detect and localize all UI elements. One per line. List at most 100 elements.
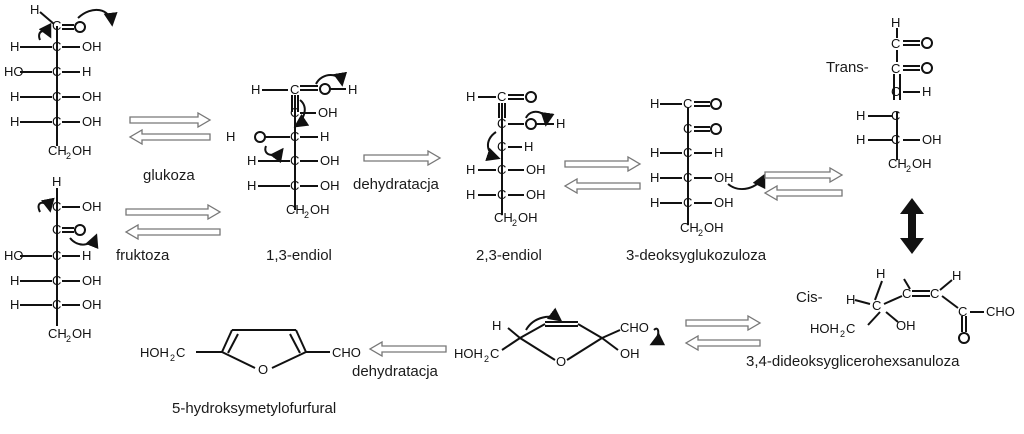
svg-text:2: 2 [906, 164, 911, 174]
svg-text:H: H [82, 64, 91, 79]
svg-text:CH: CH [286, 202, 305, 217]
glucose-structure [20, 8, 118, 146]
svg-text:C: C [891, 132, 900, 147]
svg-text:2: 2 [66, 151, 71, 161]
deoxyglucosone-structure [660, 98, 766, 225]
svg-text:C: C [497, 162, 506, 177]
svg-text:OH: OH [320, 178, 340, 193]
dehydration-label-1: dehydratacja [353, 176, 439, 193]
svg-text:HOH: HOH [140, 345, 169, 360]
trans-label: Trans- [826, 59, 869, 76]
svg-text:CHO: CHO [332, 345, 361, 360]
svg-text:H: H [492, 318, 501, 333]
svg-text:C: C [52, 39, 61, 54]
svg-text:OH: OH [82, 297, 102, 312]
svg-text:OH: OH [82, 273, 102, 288]
svg-text:2: 2 [512, 218, 517, 228]
endiol-13-structure [254, 71, 348, 210]
hmf-label: 5-hydroksymetylofurfural [172, 400, 337, 417]
svg-text:C: C [176, 345, 185, 360]
svg-text:C: C [958, 304, 967, 319]
svg-text:CHO: CHO [620, 320, 649, 335]
svg-text:H: H [524, 139, 533, 154]
svg-text:C: C [683, 121, 692, 136]
svg-text:CH: CH [48, 143, 67, 158]
fructose-label: fruktoza [116, 247, 170, 264]
svg-text:C: C [52, 114, 61, 129]
cis-label: Cis- [796, 289, 823, 306]
svg-text:C: C [497, 139, 506, 154]
svg-text:H: H [650, 96, 659, 111]
trans-cis-double-arrow [900, 198, 924, 254]
svg-text:C: C [52, 199, 61, 214]
svg-text:H: H [10, 39, 19, 54]
svg-text:OH: OH [72, 326, 92, 341]
hmf-structure [196, 329, 330, 369]
svg-text:H: H [714, 145, 723, 160]
svg-text:C: C [497, 187, 506, 202]
svg-text:CHO: CHO [986, 304, 1015, 319]
svg-text:C: C [902, 286, 911, 301]
svg-text:OH: OH [82, 89, 102, 104]
svg-text:OH: OH [620, 346, 640, 361]
svg-text:C: C [683, 145, 692, 160]
svg-text:C: C [52, 222, 61, 237]
svg-text:C: C [891, 36, 900, 51]
svg-text:H: H [650, 145, 659, 160]
svg-text:2: 2 [484, 354, 489, 364]
svg-text:H: H [650, 170, 659, 185]
svg-text:C: C [891, 108, 900, 123]
svg-text:C: C [497, 116, 506, 131]
svg-text:OH: OH [82, 39, 102, 54]
svg-text:CH: CH [680, 220, 699, 235]
svg-text:H: H [891, 15, 900, 30]
svg-text:OH: OH [318, 105, 338, 120]
svg-text:C: C [52, 248, 61, 263]
svg-text:C: C [290, 178, 299, 193]
fructose-structure [20, 188, 99, 326]
svg-text:CH: CH [48, 326, 67, 341]
svg-text:OH: OH [526, 187, 546, 202]
svg-text:C: C [290, 153, 299, 168]
svg-text:OH: OH [704, 220, 724, 235]
svg-text:OH: OH [714, 170, 734, 185]
svg-text:H: H [556, 116, 565, 131]
svg-text:C: C [290, 82, 299, 97]
svg-text:C: C [52, 64, 61, 79]
svg-text:H: H [320, 129, 329, 144]
glucose-label: glukoza [143, 167, 195, 184]
svg-text:CH: CH [888, 156, 907, 171]
svg-text:C: C [846, 321, 855, 336]
svg-text:HO: HO [4, 64, 24, 79]
svg-text:H: H [650, 195, 659, 210]
svg-text:C: C [930, 286, 939, 301]
svg-text:OH: OH [310, 202, 330, 217]
svg-text:C: C [683, 170, 692, 185]
dehydration-label-2: dehydratacja [352, 363, 438, 380]
svg-text:OH: OH [72, 143, 92, 158]
svg-text:C: C [52, 297, 61, 312]
svg-text:H: H [466, 89, 475, 104]
deoxyglucosone-label: 3-deoksyglukozuloza [626, 247, 767, 264]
svg-text:C: C [52, 18, 61, 33]
svg-text:H: H [226, 129, 235, 144]
svg-text:OH: OH [714, 195, 734, 210]
svg-text:C: C [52, 89, 61, 104]
svg-text:2: 2 [840, 329, 845, 339]
svg-text:H: H [846, 292, 855, 307]
svg-text:H: H [922, 84, 931, 99]
svg-text:C: C [872, 298, 881, 313]
svg-text:H: H [30, 2, 39, 17]
svg-text:CH: CH [494, 210, 513, 225]
svg-text:H: H [466, 162, 475, 177]
equilibrium-arrows [124, 111, 844, 358]
svg-text:H: H [82, 248, 91, 263]
svg-text:2: 2 [170, 353, 175, 363]
